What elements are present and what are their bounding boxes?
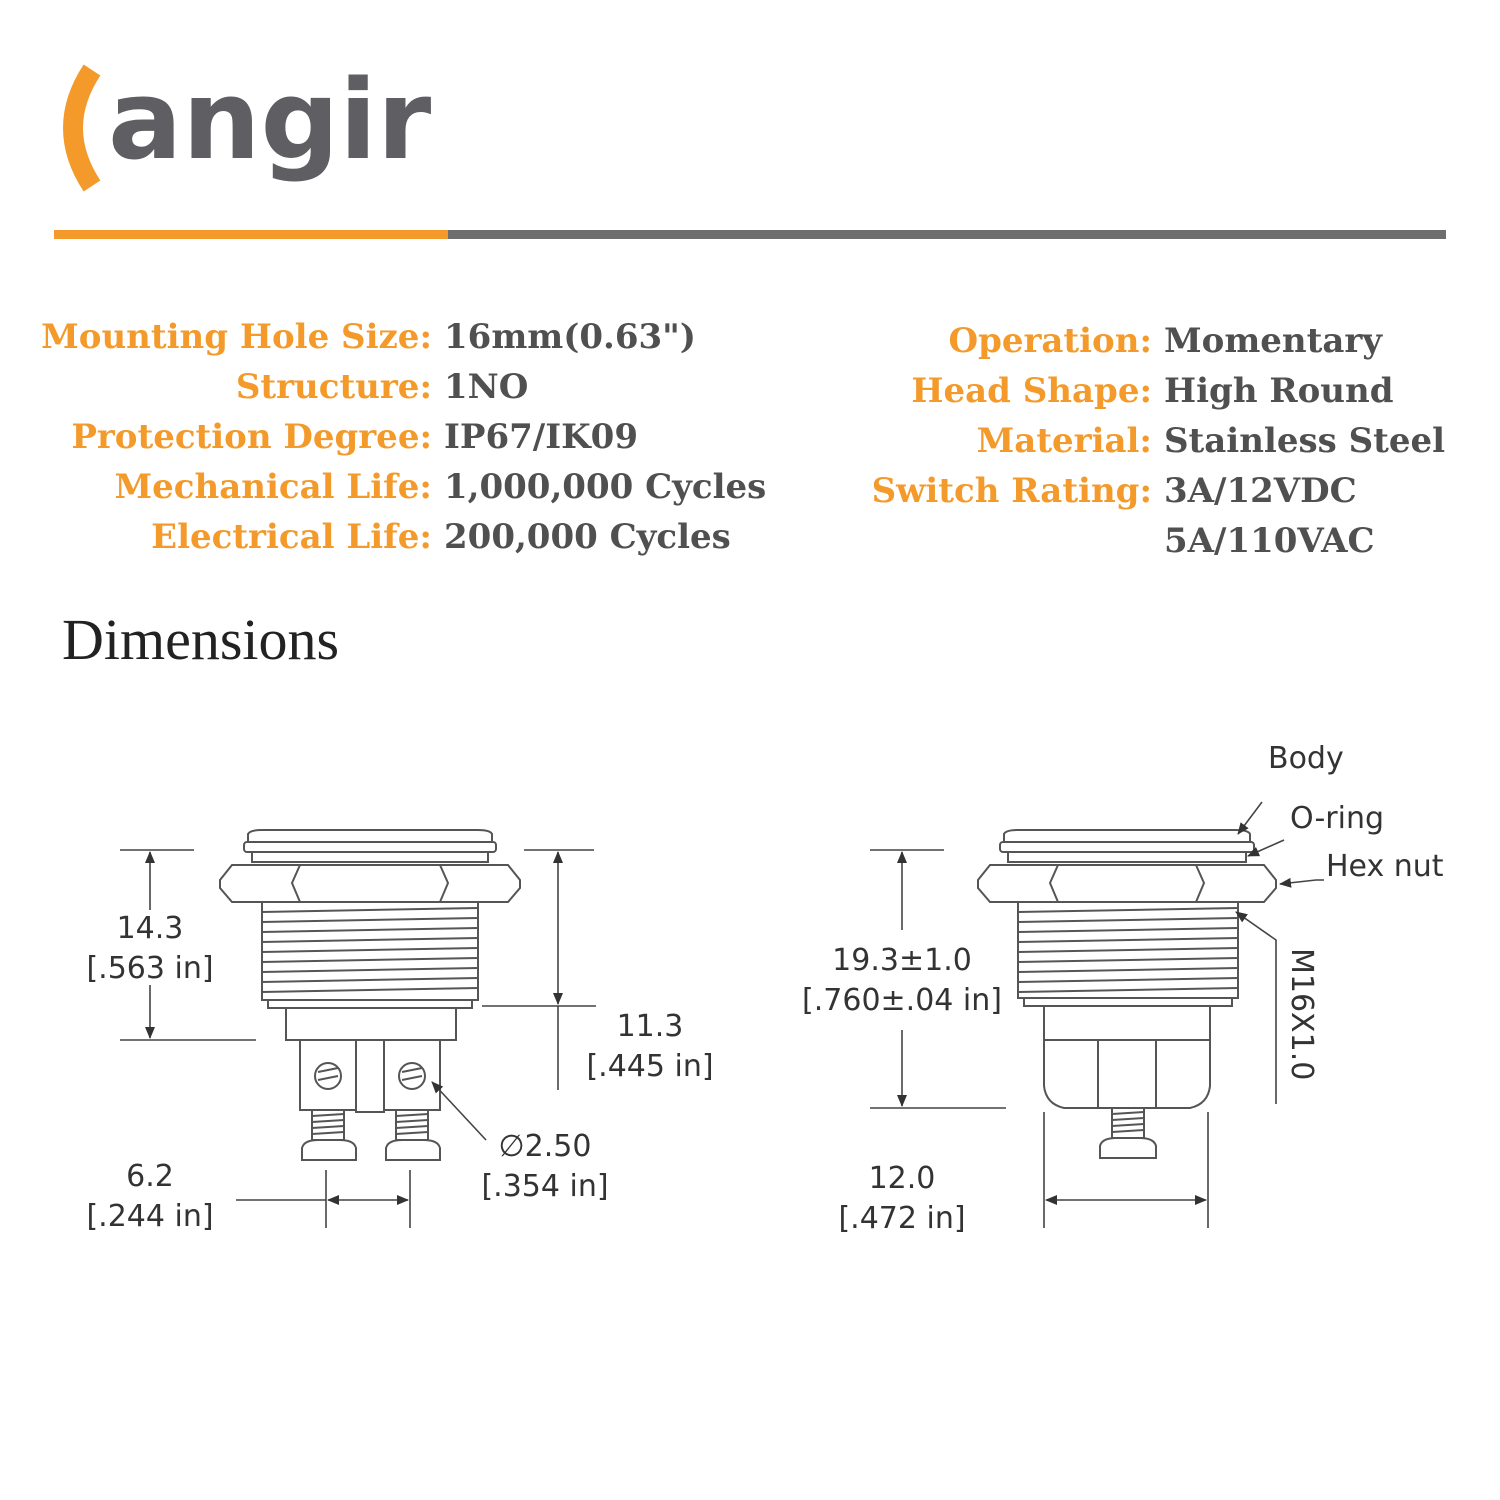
brand-name: angir bbox=[108, 56, 431, 184]
spec-row: Mechanical Life: 1,000,000 Cycles bbox=[40, 462, 767, 512]
hex-nut bbox=[219, 864, 521, 903]
pitch-dim-in: [.244 in] bbox=[86, 1199, 213, 1234]
spec-label: Mounting Hole Size: bbox=[41, 317, 432, 357]
specs-right: Operation: Momentary Head Shape: High Roun… bbox=[800, 316, 1445, 566]
cap-base bbox=[999, 841, 1255, 853]
left-dimension-text: 14.3 [.563 in] 11.3 [.445 in] ∅2.50 [.35… bbox=[86, 911, 713, 1234]
switch-housing bbox=[1043, 1005, 1211, 1109]
spec-value: Momentary bbox=[1164, 321, 1383, 361]
thread-lines bbox=[1017, 907, 1239, 993]
spec-value: 3A/12VDC bbox=[1164, 471, 1357, 511]
logo-orange-arc-icon bbox=[63, 64, 101, 192]
terminal-left bbox=[299, 1039, 357, 1111]
terminal-nut bbox=[301, 1139, 357, 1161]
switch-housing bbox=[285, 1007, 457, 1041]
spec-value: 1,000,000 Cycles bbox=[444, 467, 767, 507]
terminal-screw-head bbox=[314, 1062, 342, 1090]
spec-label: Material: bbox=[976, 421, 1152, 461]
width-dim-mm: 12.0 bbox=[869, 1161, 936, 1196]
terminal-nut bbox=[1099, 1137, 1157, 1159]
button-cap bbox=[247, 829, 493, 843]
hole-dim-mm: ∅2.50 bbox=[499, 1129, 592, 1164]
switch-right-view bbox=[977, 829, 1277, 1159]
spec-row: Protection Degree: IP67/IK09 bbox=[40, 412, 766, 462]
header-rule-grey bbox=[448, 230, 1446, 239]
spec-row: Structure: 1NO bbox=[40, 362, 766, 412]
button-cap bbox=[1003, 829, 1251, 843]
terminal-right bbox=[383, 1039, 441, 1111]
height-dim-in: [.760±.04 in] bbox=[802, 983, 1002, 1018]
spec-value: 16mm(0.63") bbox=[444, 317, 696, 357]
callout-oring: O-ring bbox=[1290, 801, 1384, 836]
spec-label: Mechanical Life: bbox=[114, 467, 432, 507]
o-ring bbox=[251, 851, 489, 863]
thread-lines bbox=[261, 907, 479, 993]
switch-left-view bbox=[219, 829, 521, 1161]
height-dim-mm: 19.3±1.0 bbox=[832, 943, 972, 978]
hex-nut bbox=[977, 864, 1277, 903]
callout-body: Body bbox=[1268, 741, 1344, 776]
thread-dim-mm: 11.3 bbox=[617, 1009, 684, 1044]
spec-value: 200,000 Cycles bbox=[444, 517, 731, 557]
dimensions-title: Dimensions bbox=[62, 607, 340, 672]
spec-value: High Round bbox=[1164, 371, 1394, 411]
height-dim-in: [.563 in] bbox=[86, 951, 213, 986]
spec-row: Switch Rating: 3A/12VDC bbox=[800, 466, 1445, 516]
spec-row: Head Shape: High Round bbox=[800, 366, 1445, 416]
thread-spec: M16X1.0 bbox=[1284, 948, 1319, 1080]
right-dimension-text: 19.3±1.0 [.760±.04 in] 12.0 [.472 in] Bo… bbox=[802, 741, 1444, 1236]
terminal-screw-head bbox=[398, 1062, 426, 1090]
spec-row: Operation: Momentary bbox=[800, 316, 1445, 366]
right-dimension-lines bbox=[870, 801, 1324, 1228]
callout-hexnut: Hex nut bbox=[1326, 849, 1444, 884]
terminal-nut bbox=[385, 1139, 441, 1161]
left-dimension-lines bbox=[120, 849, 596, 1228]
header-rule-orange bbox=[54, 230, 448, 239]
spec-label: Operation: bbox=[948, 321, 1152, 361]
spec-row: Material: Stainless Steel bbox=[800, 416, 1445, 466]
spec-row: Mounting Hole Size: 16mm(0.63") bbox=[40, 312, 766, 362]
spec-label: Structure: bbox=[235, 367, 432, 407]
spec-label: Protection Degree: bbox=[71, 417, 432, 457]
o-ring bbox=[1007, 851, 1247, 863]
spec-label: Switch Rating: bbox=[871, 471, 1152, 511]
specs-left: Mounting Hole Size: 16mm(0.63") Structure… bbox=[40, 312, 766, 562]
spec-row: Electrical Life: 200,000 Cycles bbox=[40, 512, 766, 562]
hole-dim-in: [.354 in] bbox=[481, 1169, 608, 1204]
thread-dim-in: [.445 in] bbox=[586, 1049, 713, 1084]
spec-row: 5A/110VAC bbox=[800, 516, 1445, 566]
spec-value: 1NO bbox=[444, 367, 529, 407]
spec-label: Head Shape: bbox=[911, 371, 1152, 411]
spec-value: 5A/110VAC bbox=[1164, 521, 1375, 561]
height-dim-mm: 14.3 bbox=[117, 911, 184, 946]
spec-value: Stainless Steel bbox=[1164, 421, 1446, 461]
pitch-dim-mm: 6.2 bbox=[126, 1159, 174, 1194]
brand-logo: angir bbox=[63, 56, 431, 192]
cap-base bbox=[243, 841, 497, 853]
width-dim-in: [.472 in] bbox=[838, 1201, 965, 1236]
spec-label: Electrical Life: bbox=[151, 517, 432, 557]
spec-value: IP67/IK09 bbox=[444, 417, 638, 457]
